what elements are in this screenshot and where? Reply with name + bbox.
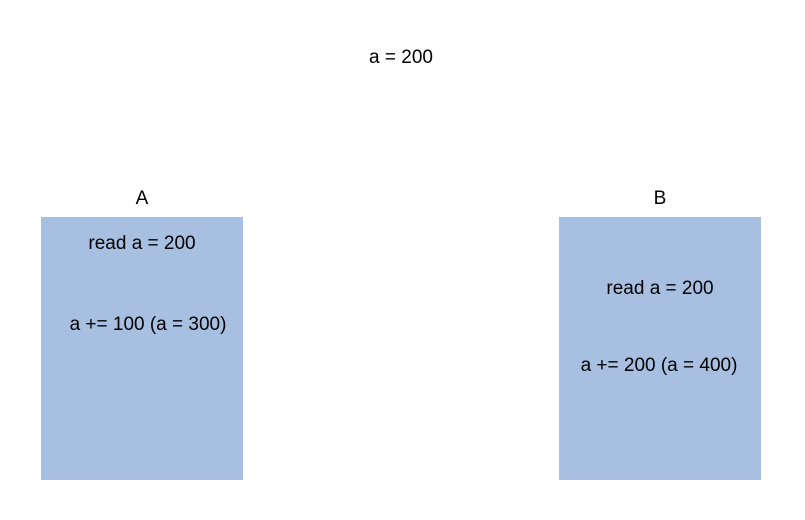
process-a-box (41, 217, 243, 480)
process-b-step-increment: a += 200 (a = 400) (580, 355, 738, 376)
process-b-box (559, 217, 761, 480)
process-b-step-read: read a = 200 (606, 278, 714, 299)
process-a-step-increment: a += 100 (a = 300) (69, 314, 227, 335)
process-a-title: A (135, 188, 149, 209)
process-b-title: B (653, 188, 667, 209)
shared-variable-label: a = 200 (369, 47, 433, 68)
process-a-step-read: read a = 200 (88, 233, 196, 254)
